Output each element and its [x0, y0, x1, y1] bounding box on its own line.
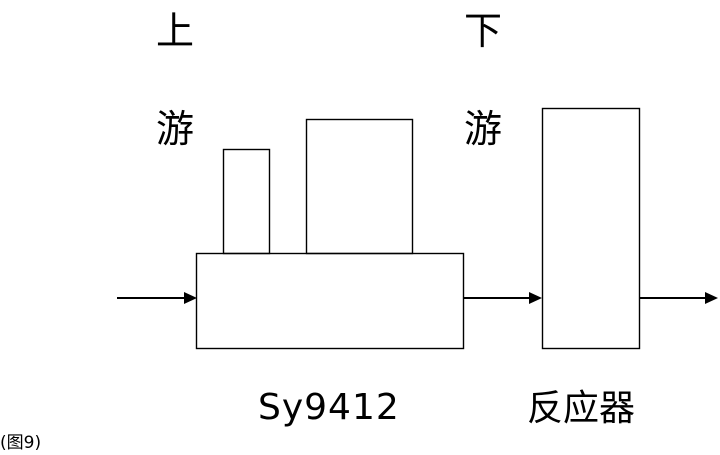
upstream-label-char-1: 上	[156, 9, 194, 53]
figure-caption: (图9)	[0, 433, 41, 453]
device-to-reactor-arrow	[464, 292, 542, 304]
downstream-label-char-1: 下	[464, 9, 502, 53]
reactor-label: 反应器	[527, 388, 635, 429]
inlet-arrow	[117, 292, 197, 304]
device-large-module	[305, 118, 414, 255]
device-small-module	[222, 148, 271, 255]
downstream-label-char-2: 游	[464, 107, 502, 151]
device-label: Sy9412	[258, 387, 400, 428]
reactor-box	[541, 107, 641, 350]
outlet-arrow	[640, 292, 718, 304]
upstream-label-char-2: 游	[156, 107, 194, 151]
device-base-box	[195, 252, 465, 350]
